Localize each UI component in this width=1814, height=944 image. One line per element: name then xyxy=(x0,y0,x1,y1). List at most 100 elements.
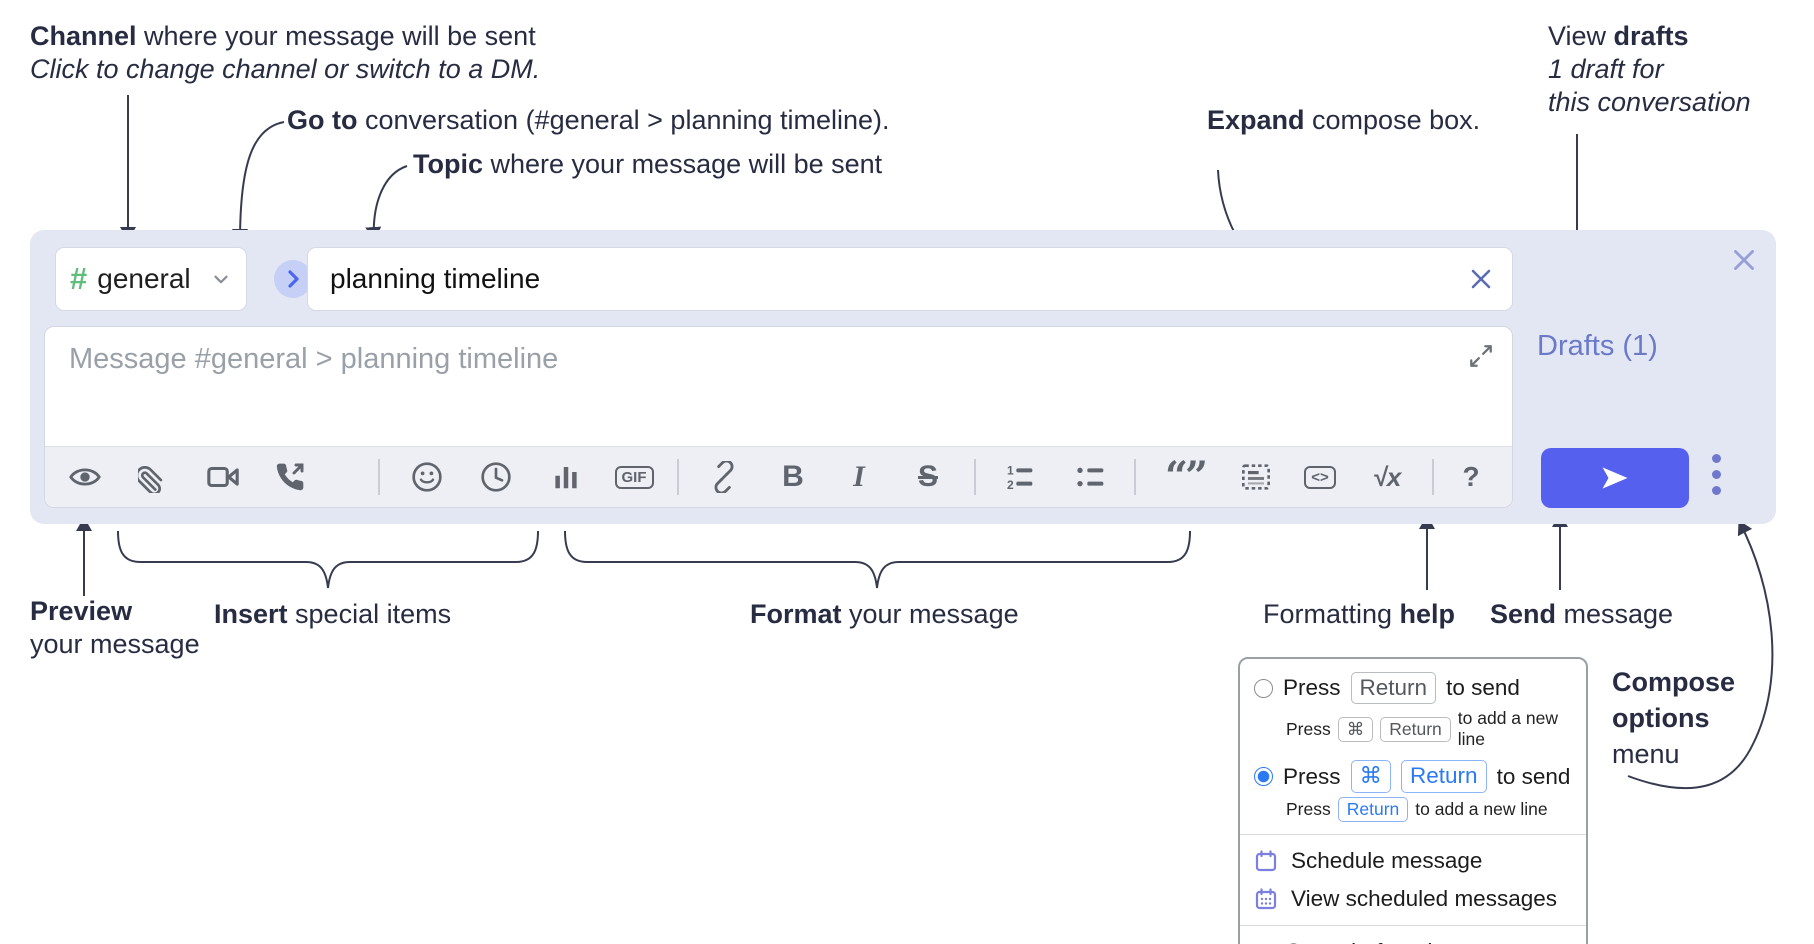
spoiler-icon xyxy=(1242,464,1270,490)
calendar-icon xyxy=(1255,850,1277,872)
help-annotation-bold: help xyxy=(1399,599,1456,629)
send-option-cmd-return[interactable]: Press ⌘ Return to send xyxy=(1240,755,1586,793)
send-option-return-sub: Press ⌘ Return to add a new line xyxy=(1240,705,1586,755)
radio-selected-icon[interactable] xyxy=(1254,767,1273,787)
bulleted-list-button[interactable] xyxy=(1068,447,1112,507)
go-to-conversation-button[interactable] xyxy=(274,260,312,298)
menu-item-save-draft[interactable]: Save draft and start a new message xyxy=(1240,933,1586,944)
preview-button[interactable] xyxy=(63,447,107,507)
phone-outgoing-icon xyxy=(276,463,304,491)
toolbar-divider xyxy=(1134,459,1136,495)
quote-icon: “” xyxy=(1164,453,1208,500)
expand-annotation: Expand compose box. xyxy=(1207,104,1480,137)
gif-button[interactable]: GIF xyxy=(612,447,656,507)
expand-compose-button[interactable] xyxy=(1468,343,1494,374)
toolbar-divider xyxy=(1432,459,1434,495)
option2-sub-press: Press xyxy=(1286,799,1331,820)
compose-menu-bold1: Compose xyxy=(1612,667,1736,697)
poll-button[interactable] xyxy=(544,447,588,507)
format-annotation-bold: Format xyxy=(750,599,842,629)
gif-icon: GIF xyxy=(614,465,654,489)
topic-value: planning timeline xyxy=(330,263,541,294)
video-camera-icon xyxy=(207,466,239,488)
menu-item-schedule-message[interactable]: Schedule message xyxy=(1240,842,1586,880)
send-option-cmd-return-sub: Press Return to add a new line xyxy=(1240,794,1586,828)
compose-menu-bold2: options xyxy=(1612,703,1710,733)
channel-selector[interactable]: # general xyxy=(55,247,247,311)
goto-annotation-bold: Go to xyxy=(287,105,358,135)
send-annotation: Send message xyxy=(1490,598,1673,631)
bold-button[interactable]: B xyxy=(771,447,815,507)
clear-topic-icon[interactable] xyxy=(1466,264,1496,294)
close-compose-button[interactable] xyxy=(1728,244,1760,281)
option2-sub-suffix: to add a new line xyxy=(1415,799,1548,820)
svg-text:2: 2 xyxy=(1007,478,1014,492)
clock-icon xyxy=(481,462,511,492)
expand-annotation-bold: Expand xyxy=(1207,105,1305,135)
compose-menu-annotation: Compose options menu xyxy=(1612,664,1735,772)
channel-annotation-rest: where your message will be sent xyxy=(136,21,536,51)
send-option-return[interactable]: Press Return to send xyxy=(1240,667,1586,705)
cmd-key: ⌘ xyxy=(1350,760,1392,793)
close-icon xyxy=(1734,250,1754,270)
menu-item-label: Save draft and start a new message xyxy=(1286,939,1572,944)
return-key: Return xyxy=(1380,716,1451,743)
attach-file-button[interactable] xyxy=(132,447,176,507)
radio-unselected-icon[interactable] xyxy=(1254,678,1273,698)
message-placeholder: Message #general > planning timeline xyxy=(69,343,559,375)
compose-menu-line3: menu xyxy=(1612,739,1680,769)
goto-annotation: Go to conversation (#general > planning … xyxy=(287,104,890,137)
video-call-button[interactable] xyxy=(201,447,245,507)
compose-options-menu-button[interactable] xyxy=(1710,454,1722,495)
insert-annotation-rest: special items xyxy=(287,599,452,629)
math-icon: √x xyxy=(1372,461,1402,492)
message-input[interactable]: Message #general > planning timeline xyxy=(44,326,1513,508)
quote-button[interactable]: “” xyxy=(1163,447,1208,507)
menu-divider xyxy=(1240,925,1586,927)
option1-sub-press: Press xyxy=(1286,718,1331,739)
emoji-button[interactable] xyxy=(405,447,449,507)
send-button[interactable] xyxy=(1541,448,1689,508)
format-annotation: Format your message xyxy=(750,598,1019,631)
paperclip-icon xyxy=(138,466,163,493)
format-brace xyxy=(564,530,1191,589)
menu-item-view-scheduled[interactable]: View scheduled messages xyxy=(1240,880,1586,918)
insert-brace xyxy=(117,530,539,589)
insert-annotation: Insert special items xyxy=(214,598,451,631)
strikethrough-icon: S xyxy=(917,460,938,493)
numbered-list-icon: 12 xyxy=(1007,463,1033,492)
italic-button[interactable]: I xyxy=(837,447,881,507)
preview-annotation-bold: Preview xyxy=(30,596,133,626)
voice-call-button[interactable] xyxy=(268,447,312,507)
link-icon xyxy=(714,461,734,493)
math-button[interactable]: √x xyxy=(1365,447,1409,507)
bold-icon: B xyxy=(782,460,804,493)
link-button[interactable] xyxy=(702,447,746,507)
italic-icon: I xyxy=(853,460,865,493)
goto-annotation-rest: conversation (#general > planning timeli… xyxy=(357,105,890,135)
chevron-right-icon xyxy=(288,270,299,288)
spoiler-button[interactable] xyxy=(1234,447,1278,507)
channel-hash-icon: # xyxy=(70,261,88,296)
bulleted-list-icon xyxy=(1077,467,1104,487)
menu-item-label: View scheduled messages xyxy=(1291,886,1557,912)
channel-annotation-bold: Channel xyxy=(30,21,137,51)
strikethrough-button[interactable]: S xyxy=(906,447,950,507)
code-button[interactable]: <> xyxy=(1298,447,1342,507)
time-button[interactable] xyxy=(474,447,518,507)
cmd-key: ⌘ xyxy=(1337,716,1374,743)
topic-input[interactable]: planning timeline xyxy=(307,247,1513,311)
formatting-help-button[interactable]: ? xyxy=(1449,447,1493,507)
view-drafts-annotation: View drafts 1 draft for this conversatio… xyxy=(1548,20,1751,119)
chevron-down-icon xyxy=(214,275,228,284)
view-drafts-pre: View xyxy=(1548,21,1614,51)
toolbar-divider xyxy=(677,459,679,495)
drafts-link[interactable]: Drafts (1) xyxy=(1537,330,1658,362)
topic-annotation-rest: where your message will be sent xyxy=(483,149,883,179)
option2-suffix: to send xyxy=(1496,763,1571,789)
expand-annotation-rest: compose box. xyxy=(1304,105,1481,135)
return-key: Return xyxy=(1350,672,1437,705)
channel-annotation: Channel where your message will be sent … xyxy=(30,20,540,86)
